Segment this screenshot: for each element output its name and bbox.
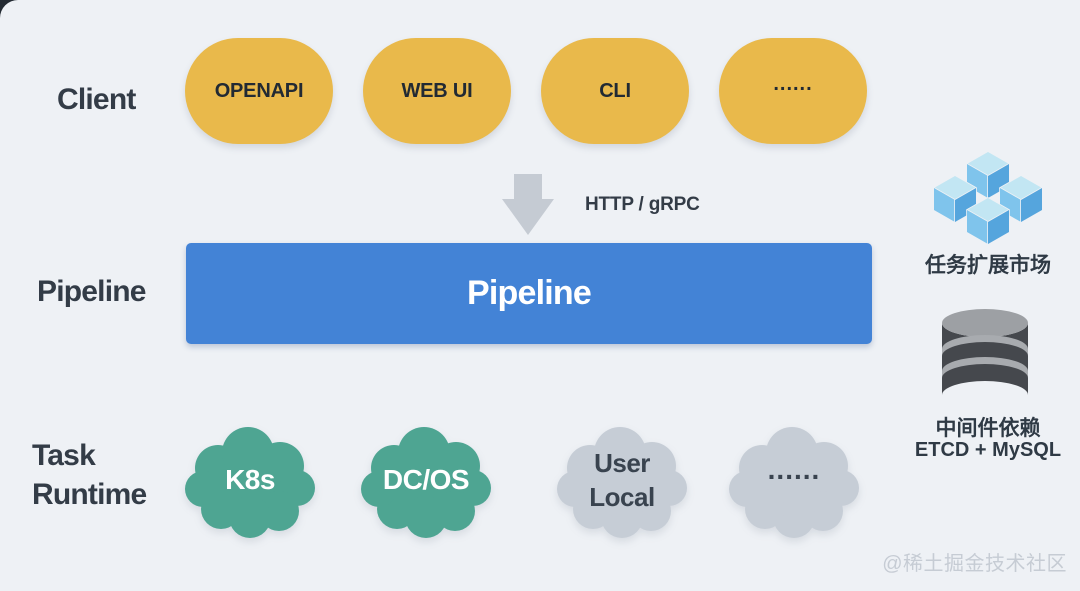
middleware-title: 中间件依赖: [935, 417, 1041, 440]
cube-front: [966, 197, 1010, 245]
row-label-task-runtime: Task Runtime: [32, 436, 147, 514]
runtime-node-label: K8s: [225, 464, 275, 495]
cube-left: [933, 175, 977, 223]
cubes-icon: [933, 152, 1043, 245]
client-node-cli: CLI: [541, 38, 689, 144]
cloud-shape: [729, 427, 859, 538]
task-runtime-line-2: Runtime: [32, 478, 147, 511]
pipeline-bar: Pipeline: [186, 243, 872, 344]
client-node-label: WEB UI: [401, 79, 473, 102]
cloud-shape: [185, 427, 315, 538]
client-node-webui: WEB UI: [363, 38, 511, 144]
row-label-pipeline: Pipeline: [37, 275, 146, 308]
runtime-node-k8s: K8s: [180, 420, 320, 540]
runtime-node-label: User Local: [589, 448, 655, 512]
pipeline-bar-label: Pipeline: [467, 274, 592, 312]
cloud-shape: [361, 427, 491, 538]
marketplace-label: 任务扩展市场: [925, 254, 1051, 277]
down-arrow-icon: [502, 174, 554, 235]
middleware-subtitle: ETCD + MySQL: [914, 439, 1062, 461]
runtime-node-label: DC/OS: [382, 464, 470, 495]
client-node-ellipsis: ......: [719, 38, 867, 144]
runtime-node-ellipsis: ......: [724, 420, 864, 540]
runtime-node-label: ......: [767, 453, 821, 485]
row-label-client: Client: [57, 83, 136, 116]
cube-back: [966, 152, 1010, 199]
database-icon: [942, 309, 1028, 395]
task-runtime-line-1: Task: [32, 439, 96, 472]
client-node-label: OPENAPI: [214, 79, 304, 102]
runtime-node-user-local: User Local: [552, 420, 692, 540]
client-node-label: ......: [773, 72, 813, 95]
watermark: @稀土掘金技术社区: [882, 553, 1067, 575]
client-node-openapi: OPENAPI: [185, 38, 333, 144]
page-corner-mask: [0, 0, 36, 36]
cube-right: [999, 175, 1043, 223]
runtime-node-dcos: DC/OS: [356, 420, 496, 540]
protocol-label: HTTP / gRPC: [585, 194, 700, 215]
cloud-shape: [557, 427, 687, 538]
client-node-label: CLI: [599, 79, 631, 102]
